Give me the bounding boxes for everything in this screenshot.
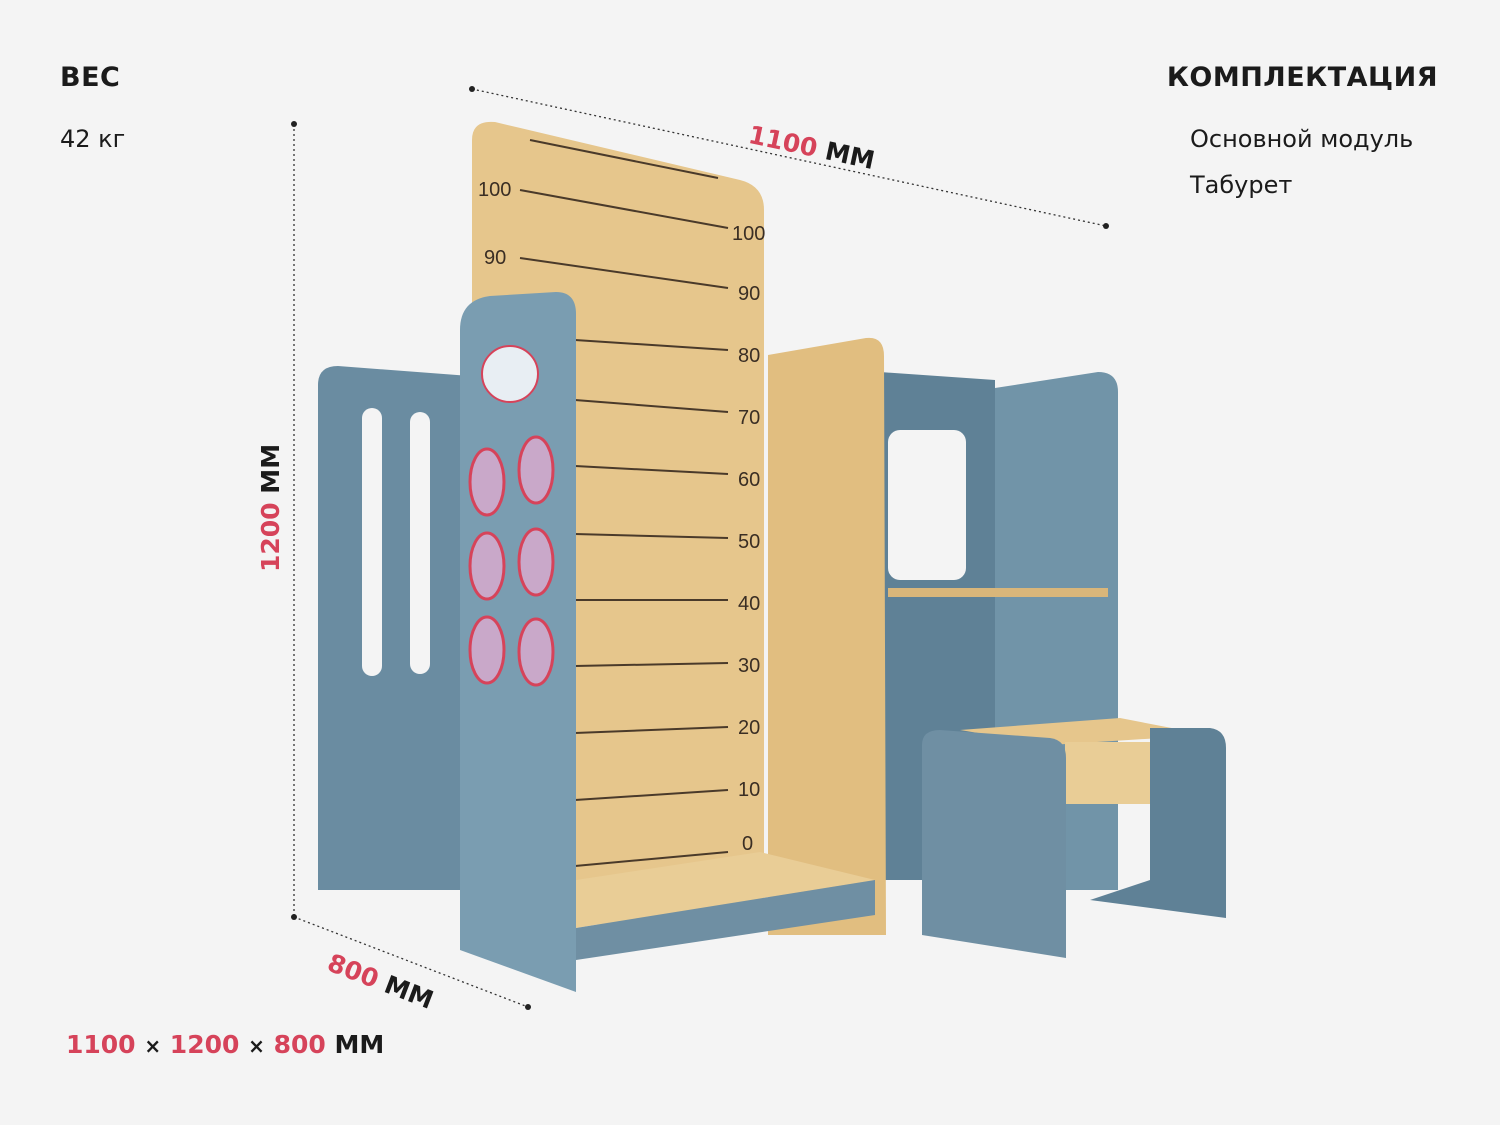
height-value: 1200 <box>256 502 285 572</box>
summary-depth: 800 <box>273 1030 326 1059</box>
ruler-label: 60 <box>738 469 760 491</box>
ruler-label: 30 <box>738 655 760 677</box>
ruler-label: 90 <box>738 283 760 305</box>
ruler-label: 90 <box>484 247 506 269</box>
ruler-lines <box>519 139 729 867</box>
ruler-label: 40 <box>738 593 760 615</box>
weight-value: 42 кг <box>60 125 126 153</box>
summary-width: 1100 <box>66 1030 136 1059</box>
times-sign: × <box>144 1034 162 1058</box>
ruler-label: 10 <box>738 779 760 801</box>
wood-side-panel <box>768 337 886 935</box>
ruler-label: 20 <box>738 717 760 739</box>
weight-title: ВЕС <box>60 62 121 93</box>
summary-height: 1200 <box>169 1030 240 1059</box>
kit-item: Табурет <box>1190 171 1293 199</box>
stool-left-leg <box>922 730 1066 958</box>
ruler-label: 100 <box>732 223 765 245</box>
ruler-label: 100 <box>478 179 511 201</box>
ruler-label: 80 <box>738 345 760 367</box>
stool-right-leg <box>1090 728 1226 918</box>
times-sign: × <box>248 1034 265 1058</box>
dimension-lines <box>293 88 1107 1008</box>
summary-unit: ММ <box>334 1030 385 1059</box>
dimensions-summary: 1100 × 1200 × 800 ММ <box>66 1030 384 1059</box>
seat-board <box>576 852 875 928</box>
height-unit: ММ <box>256 443 285 494</box>
kit-item: Основной модуль <box>1190 125 1414 153</box>
ruler-label: 70 <box>738 407 760 429</box>
kit-title: КОМПЛЕКТАЦИЯ <box>1166 62 1438 93</box>
ruler-label: 50 <box>738 531 760 553</box>
ruler-label: 0 <box>742 833 753 855</box>
height-dimension-label: 1200 ММ <box>256 444 285 572</box>
left-side-panel <box>318 366 470 890</box>
